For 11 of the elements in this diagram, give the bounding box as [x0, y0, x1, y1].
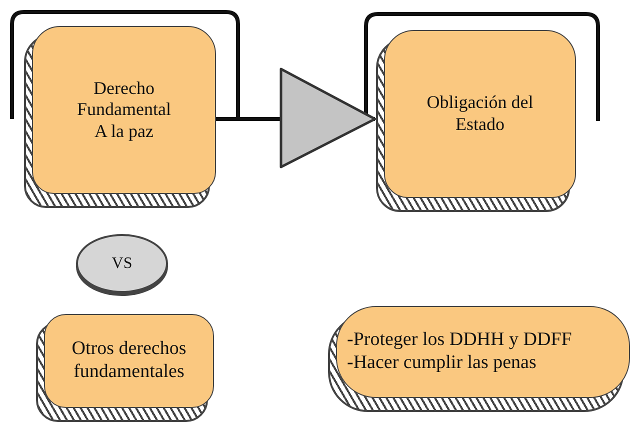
node-label: Otros derechos fundamentales [70, 338, 188, 384]
arrow [216, 68, 376, 168]
node-label: Derecho Fundamental A la paz [76, 78, 172, 142]
node-label: VS [112, 254, 132, 274]
process-box [376, 30, 576, 212]
node-label: Obligación del Estado [426, 92, 534, 136]
node-label: -Proteger los DDHH y DDFF [347, 329, 572, 352]
process-box [328, 306, 630, 412]
process-box [36, 314, 214, 422]
node-label: -Hacer cumplir las penas [347, 352, 536, 375]
process-box [24, 26, 216, 208]
